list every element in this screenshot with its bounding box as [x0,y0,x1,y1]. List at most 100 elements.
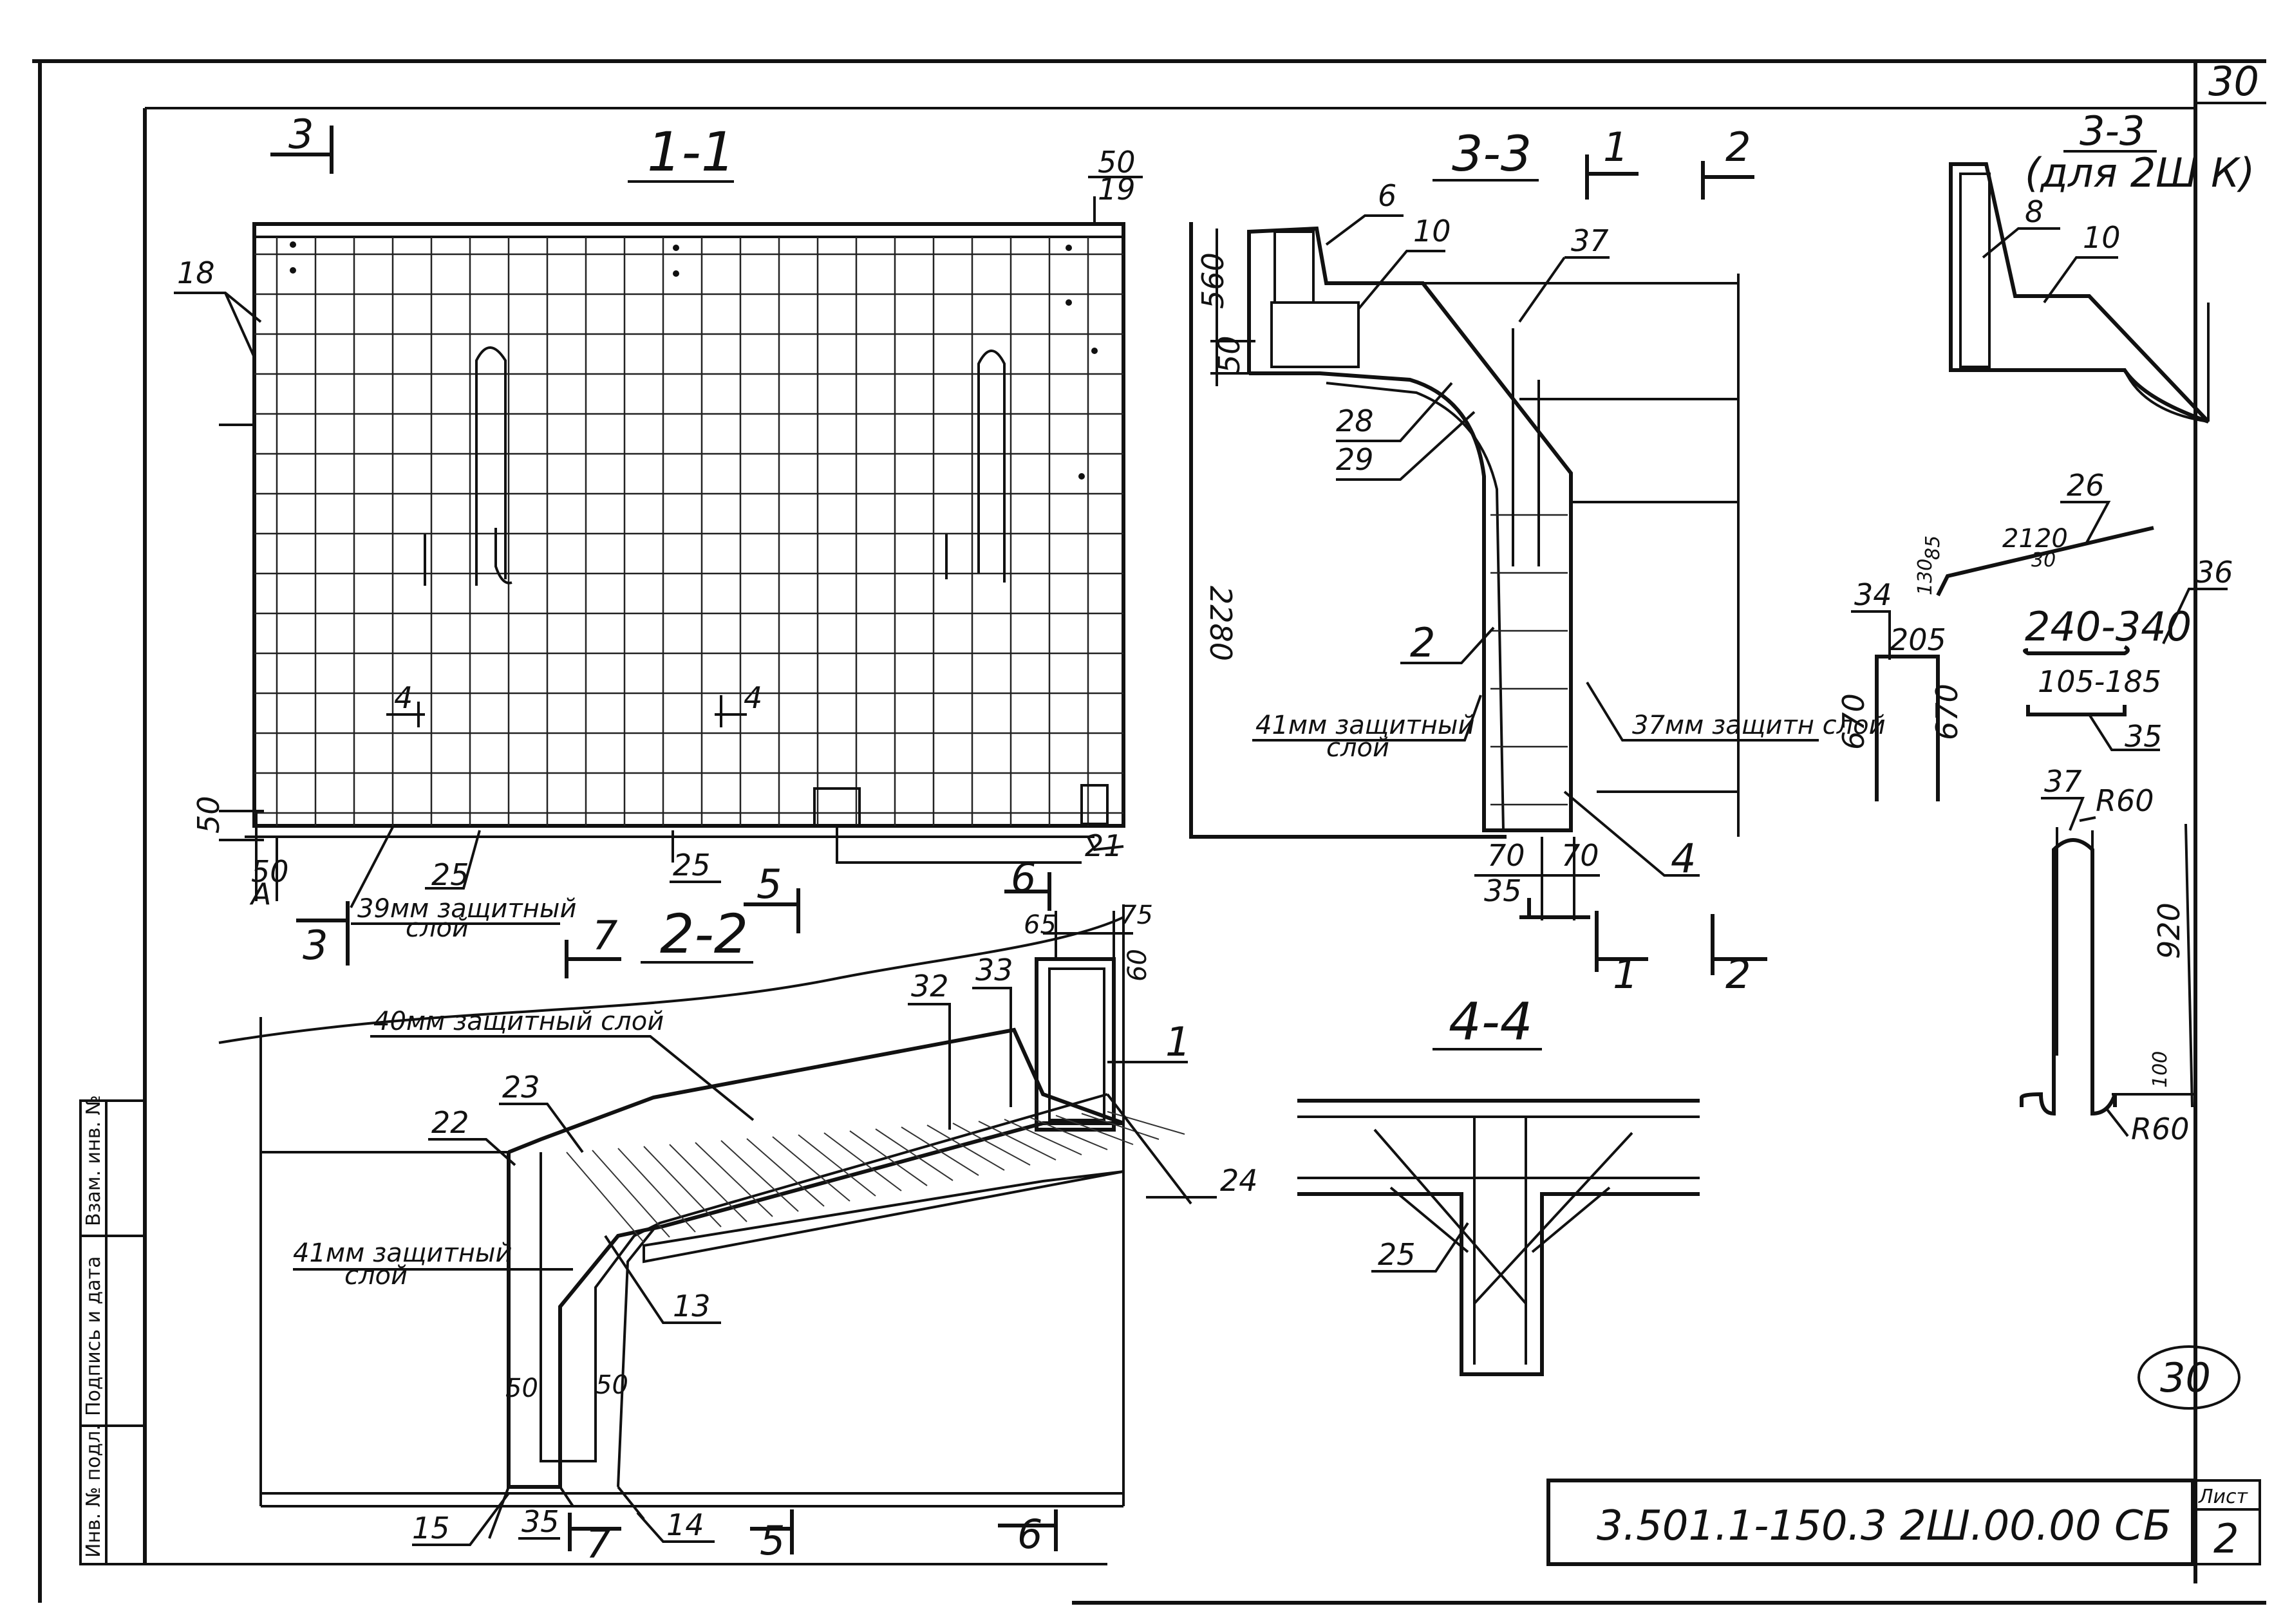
cover40: 40мм защитный слой [373,1007,664,1036]
cut-5: 5 [756,861,782,908]
hatch-line [823,1132,902,1191]
sheet-frame [32,59,2266,1605]
mark-10a: 10 [1413,214,1451,248]
dim-100: 100 [2149,1051,2172,1088]
mark-37a: 37 [1571,223,1609,258]
dim-85: 85 [1922,536,1944,560]
section-1-1 [245,222,1125,864]
hatch-line [1055,1115,1134,1145]
cut-1-top: 1 [1603,124,1628,171]
mark-1: 1 [1165,1018,1190,1065]
dim-105-185: 105-185 [2038,664,2161,699]
dim-205: 205 [1890,622,1946,657]
hatch-line [566,1152,644,1243]
cut-2-top: 2 [1725,124,1751,171]
drawing-code: 3.501.1-150.3 2Ш.00.00 СБ [1597,1502,2172,1550]
cut-3-top: 3 [288,111,314,158]
anchor-a: А [249,877,271,911]
section-3-3k-subtitle: (для 2Ш К) [2025,149,2255,196]
section-1-1-title: 1-1 [647,120,735,183]
hatch-line [1081,1113,1160,1140]
cut-4a: 4 [394,680,413,715]
mark-6: 6 [1378,178,1396,213]
section-4-4-title: 4-4 [1449,992,1533,1052]
section-3-3 [1189,222,1740,920]
mark-23: 23 [502,1070,540,1105]
bar-details [1875,526,2195,1116]
section-3-3-title: 3-3 [1452,125,1532,182]
dim-75: 75 [1120,901,1153,930]
hatch-line [592,1150,670,1238]
dim-240-340: 240-340 [2025,603,2192,650]
dim-30: 30 [2031,549,2056,572]
mark-10b: 10 [2083,220,2121,255]
cut-3-bottom: 3 [303,922,328,969]
mark-28: 28 [1336,404,1374,438]
hatch-line [1004,1119,1082,1155]
dim-65: 65 [1024,910,1057,940]
hatch-line [978,1121,1057,1161]
hatch-line [643,1146,722,1227]
mark-25c: 25 [1378,1237,1416,1272]
dim-60: 60 [1123,949,1152,982]
hatch-line [695,1142,773,1217]
mark-25b: 25 [673,848,711,882]
section-3-3-k [1949,162,2210,424]
mark-4: 4 [1671,835,1696,882]
cover37: 37мм защитн слой [1632,711,1886,740]
mark-26: 26 [2067,468,2105,503]
list-label: Лист [2198,1486,2249,1508]
mark-29: 29 [1336,442,1374,477]
cover41b-line1: 41мм защитный [1255,711,1474,740]
cover41a-line1: 41мм защитный [293,1238,512,1268]
mark-2: 2 [1410,619,1435,666]
cover39-line1: 39мм защитный [357,894,576,924]
mark-18: 18 [177,256,215,290]
hatch-2-2 [566,1111,1185,1243]
dim-50a: 50 [505,1374,538,1403]
r60b: R60 [2131,1112,2190,1146]
dim-70b: 70 [1561,838,1599,873]
hatch-line [720,1140,799,1212]
r60a: R60 [2096,783,2154,818]
mark-35c: 35 [2125,719,2163,754]
cut-4b: 4 [744,680,762,715]
section-3-3k-title: 3-3 [2080,107,2145,154]
dim-2280: 2280 [1203,586,1238,661]
cut-5-bottom: 5 [760,1517,785,1564]
mark-22: 22 [431,1105,469,1140]
dim-920: 920 [2152,902,2186,959]
mark-36: 36 [2195,555,2233,590]
mark-24: 24 [1220,1163,1258,1198]
hatch-line [669,1144,747,1222]
hatch-line [772,1136,850,1202]
hatch-line [617,1148,696,1233]
dim-50-left: 50 [191,796,226,834]
mark-33: 33 [975,953,1013,987]
stamp-replace-inv: Взам. инв. № [82,1095,105,1226]
rebar-grid-1-1 [254,237,1123,826]
cut-6-top: 6 [1011,854,1036,901]
mark-35a: 35 [521,1504,559,1539]
hatch-line [875,1128,953,1181]
dim-670b: 670 [1930,684,1964,740]
mark-34: 34 [1854,577,1892,612]
hatch-line [952,1123,1031,1166]
page-corner-number: 30 [2208,58,2259,105]
list-number: 2 [2213,1515,2239,1562]
section-2-2-title: 2-2 [660,902,748,966]
title-block [1546,1479,2261,1566]
cover39-line2: слой [406,913,469,943]
mark-13: 13 [673,1289,711,1323]
hatch-line [901,1126,979,1176]
section-4-4 [1297,1099,1700,1376]
dim-50-top: 50 [1098,145,1136,180]
cut-6-bottom: 6 [1017,1511,1042,1558]
hatch-line [1029,1117,1108,1150]
cover41b-line2: слой [1326,733,1389,763]
mark-8: 8 [2025,194,2043,229]
cover41a-line2: слой [344,1261,408,1291]
hatch-line [746,1138,825,1207]
stamp-sign-date: Подпись и дата [82,1256,105,1417]
dim-70a: 70 [1487,838,1525,873]
